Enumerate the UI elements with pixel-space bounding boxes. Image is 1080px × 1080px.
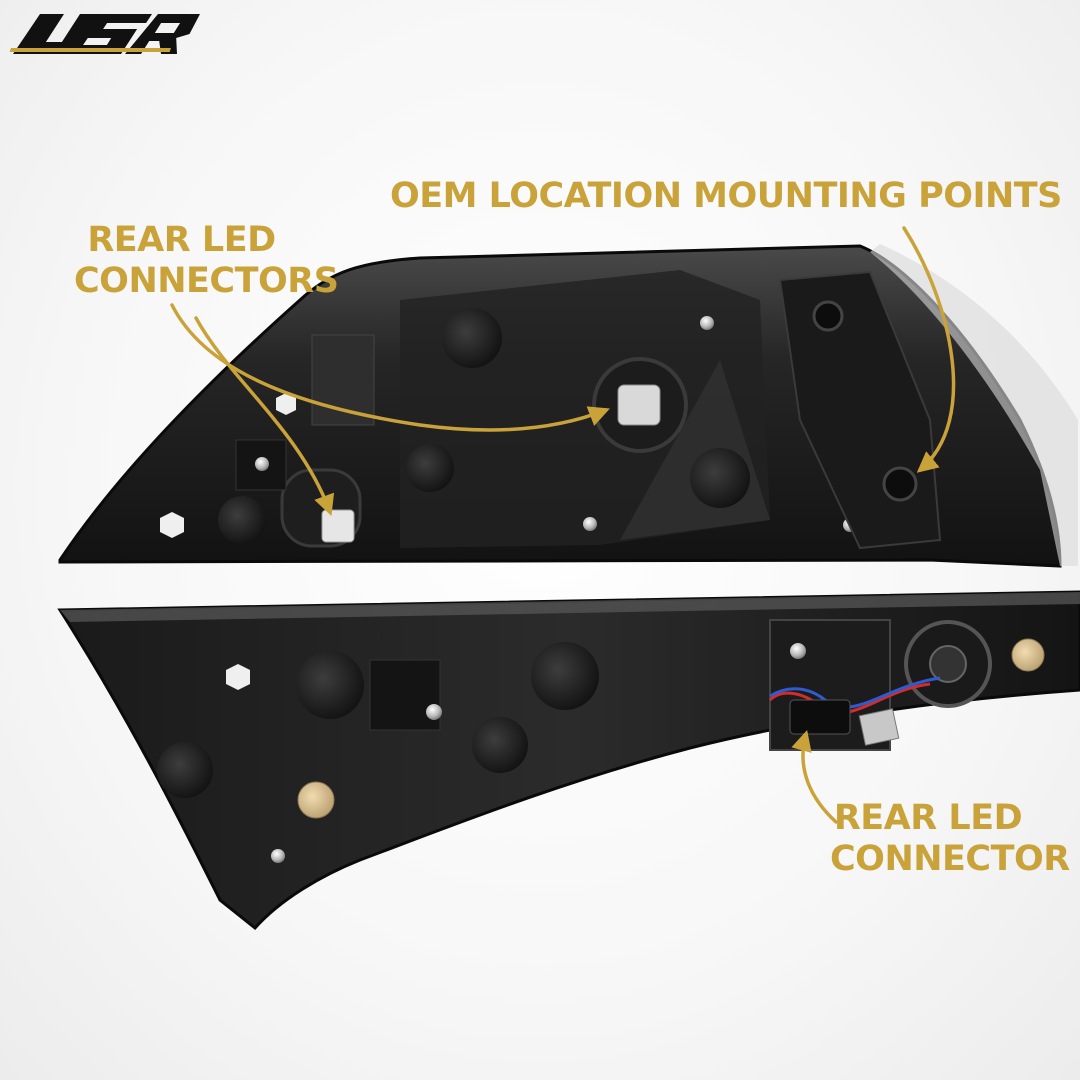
rear-led-connectors-line2: CONNECTORS [74, 261, 339, 302]
lower-connector-plug [929, 645, 967, 683]
arrow-to-lower-connector [791, 729, 838, 824]
lower-tail-light [57, 590, 1080, 931]
logo-letter-s [63, 14, 152, 54]
mounting-screw [271, 849, 285, 863]
center-connector [617, 384, 661, 426]
arrow-to-center-connector [170, 303, 610, 432]
logo-letter-r [125, 14, 200, 54]
tan-fastener [297, 781, 335, 819]
upper-lamp-boss [218, 496, 266, 544]
upper-lamp-boss [406, 444, 454, 492]
oem-mounting-point [812, 300, 844, 332]
lower-connector [789, 699, 851, 735]
lower-lamp-boss [296, 651, 364, 719]
connector-clip-plate [858, 708, 900, 746]
lower-lamp-bracket [369, 659, 441, 731]
lower-lamp-boss [157, 742, 213, 798]
mounting-screw [700, 316, 714, 330]
usr-logo [9, 14, 200, 54]
mounting-screw [426, 704, 442, 720]
white-clip [160, 512, 184, 538]
rear-led-connectors-label: REAR LED CONNECTORS [74, 220, 339, 303]
logo-letter-u [13, 14, 104, 54]
lower-lamp-edge-highlight [60, 592, 1080, 622]
mounting-screw [583, 517, 597, 531]
logo-gold-stripe [9, 48, 171, 52]
rear-led-connector-line2: CONNECTOR [830, 839, 1070, 880]
white-clip [226, 664, 250, 690]
oem-mounting-point [882, 466, 918, 502]
mounting-screw [790, 643, 806, 659]
lower-lamp-boss [531, 642, 599, 710]
oem-mounting-points-text: OEM LOCATION MOUNTING POINTS [390, 176, 1062, 216]
tan-fastener [1011, 638, 1045, 672]
mounting-screw [255, 457, 269, 471]
white-clip [276, 393, 296, 415]
lower-lamp-boss [472, 717, 528, 773]
rear-led-connector-line1: REAR LED [833, 798, 1023, 838]
arrow-to-oem-mounting-point [902, 226, 956, 473]
rear-led-connectors-line1: REAR LED [87, 220, 276, 260]
arrow-to-left-connector [194, 316, 335, 516]
upper-lamp-lens-edge [870, 244, 1078, 566]
oem-mounting-points-label: OEM LOCATION MOUNTING POINTS [390, 176, 1062, 217]
upper-lamp-boss [442, 308, 502, 368]
upper-lamp-boss [690, 448, 750, 508]
callout-arrows [170, 226, 956, 824]
left-connector [321, 509, 355, 543]
rear-led-connector-label: REAR LED CONNECTOR [830, 798, 1070, 881]
